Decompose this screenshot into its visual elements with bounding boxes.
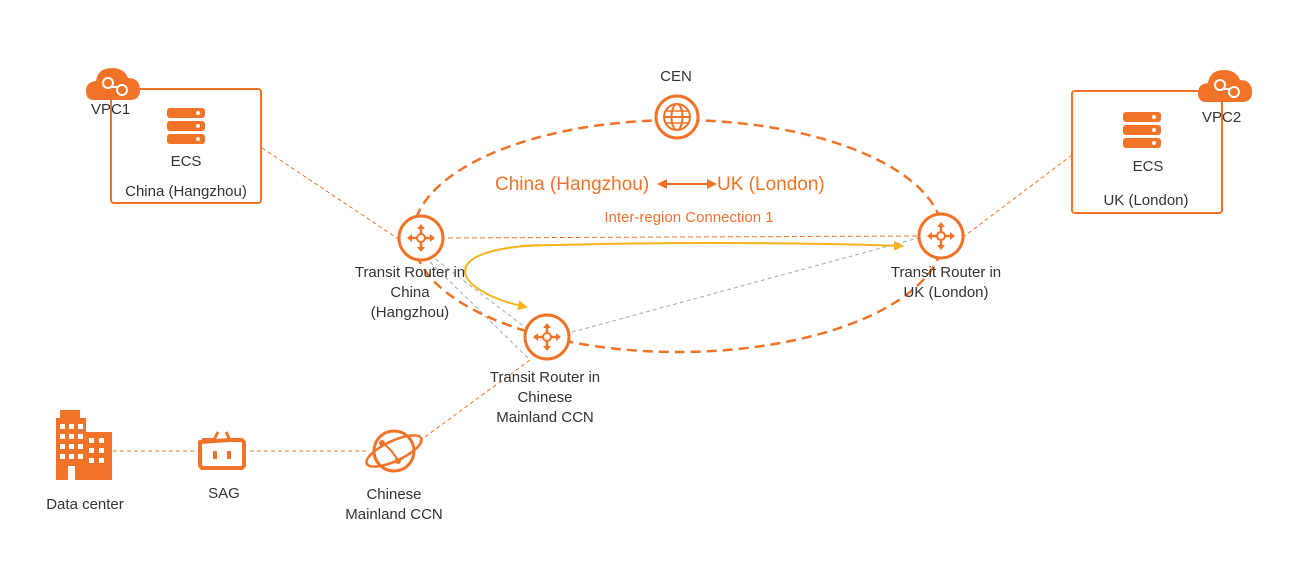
vpc2-server-icon: [1123, 112, 1161, 148]
vpc2-tag: VPC2: [1202, 109, 1242, 126]
tr-china-to-ccn-gray-line: [429, 261, 531, 361]
tr-uk-label-line2: UK (London): [903, 284, 989, 301]
vpc1-region-label: China (Hangzhou): [125, 183, 247, 200]
tr-china-to-tr-ccn-gray-line: [429, 254, 535, 335]
tr-uk-router-icon[interactable]: [917, 212, 965, 260]
tr-china-router-icon[interactable]: [397, 214, 445, 262]
tr-china-label-line2: China: [390, 284, 430, 301]
cen-boundary: [411, 118, 945, 354]
vpc1-server-icon: [167, 108, 205, 144]
region-pair-left: China (Hangzhou): [495, 174, 650, 195]
ccn-label: Chinese Mainland CCN: [345, 485, 443, 525]
vpc2-ecs-label: ECS: [1132, 158, 1164, 175]
globe-icon: [654, 94, 700, 140]
ccn-label-line2: Mainland CCN: [345, 506, 443, 523]
sag-icon[interactable]: [198, 431, 246, 470]
inter-region-connection-line: [447, 235, 919, 239]
inter-region-connection-label: Inter-region Connection 1: [604, 209, 774, 226]
tr-ccn-router-icon[interactable]: [523, 313, 571, 361]
tr-ccn-to-tr-uk-gray-line: [564, 237, 919, 335]
tr-china-label-line1: Transit Router in: [354, 264, 466, 281]
route-arrow-to-uk: [519, 240, 904, 251]
vpc2-region-label: UK (London): [1103, 192, 1189, 209]
tr-uk-label: Transit Router in UK (London): [891, 263, 1001, 303]
tr-ccn-label-line3: Mainland CCN: [496, 409, 594, 426]
vpc1-ecs-label: ECS: [170, 153, 202, 170]
ccn-label-line1: Chinese: [366, 486, 422, 503]
tr-china-label: Transit Router in China (Hangzhou): [355, 263, 465, 323]
route-arrow-to-ccn: [464, 244, 541, 311]
ccn-icon[interactable]: [363, 429, 426, 473]
building-icon: [56, 410, 112, 480]
cen-label: CEN: [660, 68, 692, 85]
tr-ccn-to-ccn-line: [417, 359, 531, 443]
sag-label: SAG: [208, 485, 240, 502]
vpc1-to-tr-china-line: [261, 147, 401, 241]
vpc1-cloud-icon: [85, 67, 141, 101]
vpc2-cloud-icon: [1197, 69, 1253, 103]
vpc2-to-tr-uk-line: [961, 154, 1073, 239]
tr-ccn-label: Transit Router in Chinese Mainland CCN: [490, 368, 600, 428]
tr-china-label-line3: (Hangzhou): [370, 304, 450, 321]
vpc1-box[interactable]: [110, 88, 262, 204]
tr-uk-label-line1: Transit Router in: [890, 264, 1002, 281]
region-pair-right: UK (London): [717, 174, 825, 195]
vpc2-box[interactable]: [1071, 90, 1223, 214]
vpc1-tag: VPC1: [91, 101, 131, 118]
tr-ccn-label-line2: Chinese: [517, 389, 573, 406]
data-center-label: Data center: [46, 496, 124, 513]
tr-ccn-label-line1: Transit Router in: [489, 369, 601, 386]
